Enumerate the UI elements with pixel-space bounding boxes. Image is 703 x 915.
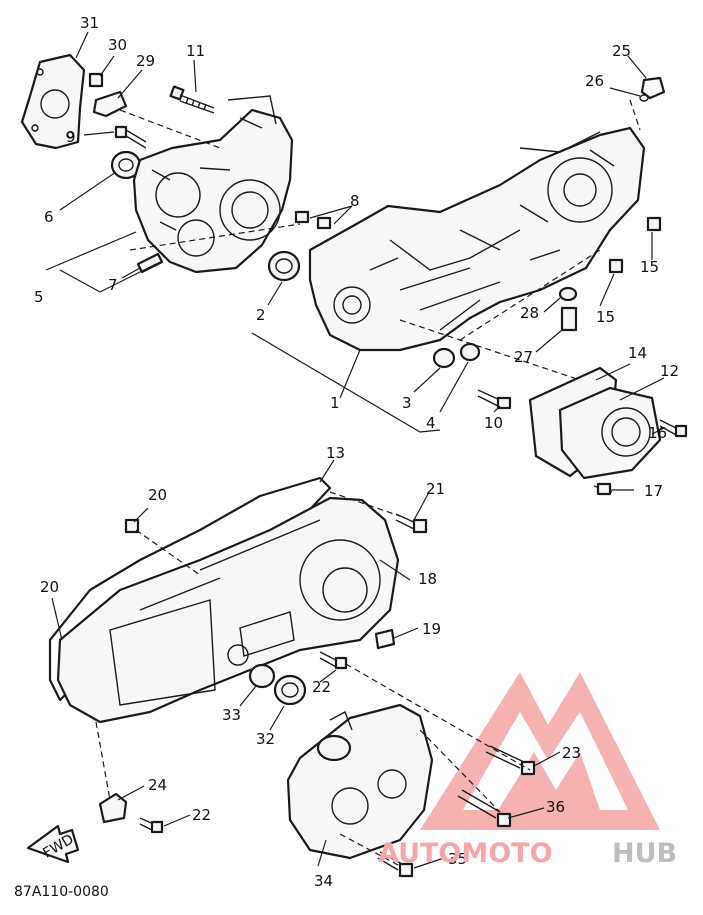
crankcase-main [308, 126, 646, 352]
dashed-alignment-lines [95, 99, 641, 867]
callout-5: 5 [34, 288, 44, 306]
cap-part [374, 628, 396, 650]
callout-3: 3 [402, 394, 412, 412]
callout-32: 32 [256, 730, 275, 748]
bushing-part [267, 250, 301, 282]
bolt-part [139, 817, 164, 834]
callout-28: 28 [520, 304, 539, 322]
drain-plug-part [558, 286, 578, 332]
bolt-part [319, 651, 348, 670]
callout-27: 27 [514, 348, 533, 366]
crankcase-left-half [132, 95, 294, 274]
leader-lines [45, 31, 665, 869]
callout-12: 12 [660, 362, 679, 380]
callout-1: 1 [330, 394, 340, 412]
watermark-text: AUTOMOTO HUB [378, 838, 677, 869]
callout-8: 8 [350, 192, 360, 210]
callout-19: 19 [422, 620, 441, 638]
callout-18: 18 [418, 570, 437, 588]
bolt-part [114, 125, 147, 149]
callout-35: 35 [448, 850, 467, 868]
dowel-part [608, 216, 662, 274]
callout-29: 29 [136, 52, 155, 70]
callout-30: 30 [108, 36, 127, 54]
callout-23: 23 [562, 744, 581, 762]
diagram-code: 87A110-0080 [14, 884, 109, 900]
bolt-part [593, 419, 688, 496]
callout-22-lower: 22 [192, 806, 211, 824]
callout-7: 7 [108, 276, 118, 294]
callout-2: 2 [256, 306, 266, 324]
callout-24: 24 [148, 776, 167, 794]
watermark-logo [420, 672, 660, 830]
watermark-text-part1: AUTOMOTO [378, 838, 553, 869]
callout-14: 14 [628, 344, 647, 362]
callout-34: 34 [314, 872, 333, 890]
o-ring-part [248, 663, 307, 706]
callout-26: 26 [585, 72, 604, 90]
callout-20-upper: 20 [148, 486, 167, 504]
callout-17: 17 [644, 482, 663, 500]
outer-cover [286, 703, 434, 860]
callout-4: 4 [426, 414, 436, 432]
transmission-cover [56, 496, 400, 724]
callout-22-upper: 22 [312, 678, 331, 696]
callout-numbers: 31 30 29 11 9 6 5 7 8 2 1 3 4 10 25 26 1… [34, 14, 679, 890]
long-bolt-part [377, 745, 536, 878]
callout-31: 31 [80, 14, 99, 32]
plug-part [639, 76, 666, 102]
seal-part [432, 342, 481, 369]
dowel-part [124, 518, 140, 534]
callout-21: 21 [426, 480, 445, 498]
callout-20-left: 20 [40, 578, 59, 596]
callout-16: 16 [648, 424, 667, 442]
fwd-arrow: FWD [26, 824, 80, 864]
clip-part [98, 792, 128, 824]
bolt-part [395, 513, 428, 534]
callout-25: 25 [612, 42, 631, 60]
callout-15-upper: 15 [640, 258, 659, 276]
callout-13: 13 [326, 444, 345, 462]
bolt-part [169, 85, 215, 114]
callout-9: 9 [66, 128, 76, 146]
dowel-part [136, 210, 332, 274]
callout-15-lower: 15 [596, 308, 615, 326]
side-cover-small [528, 366, 662, 480]
callout-11: 11 [186, 42, 205, 60]
callout-10: 10 [484, 414, 503, 432]
watermark-text-part2: HUB [612, 838, 677, 869]
callout-33: 33 [222, 706, 241, 724]
callout-6: 6 [44, 208, 54, 226]
callout-36: 36 [546, 798, 565, 816]
bushing-part [110, 150, 142, 180]
bolt-part [477, 389, 512, 410]
gasket-part [20, 53, 86, 150]
